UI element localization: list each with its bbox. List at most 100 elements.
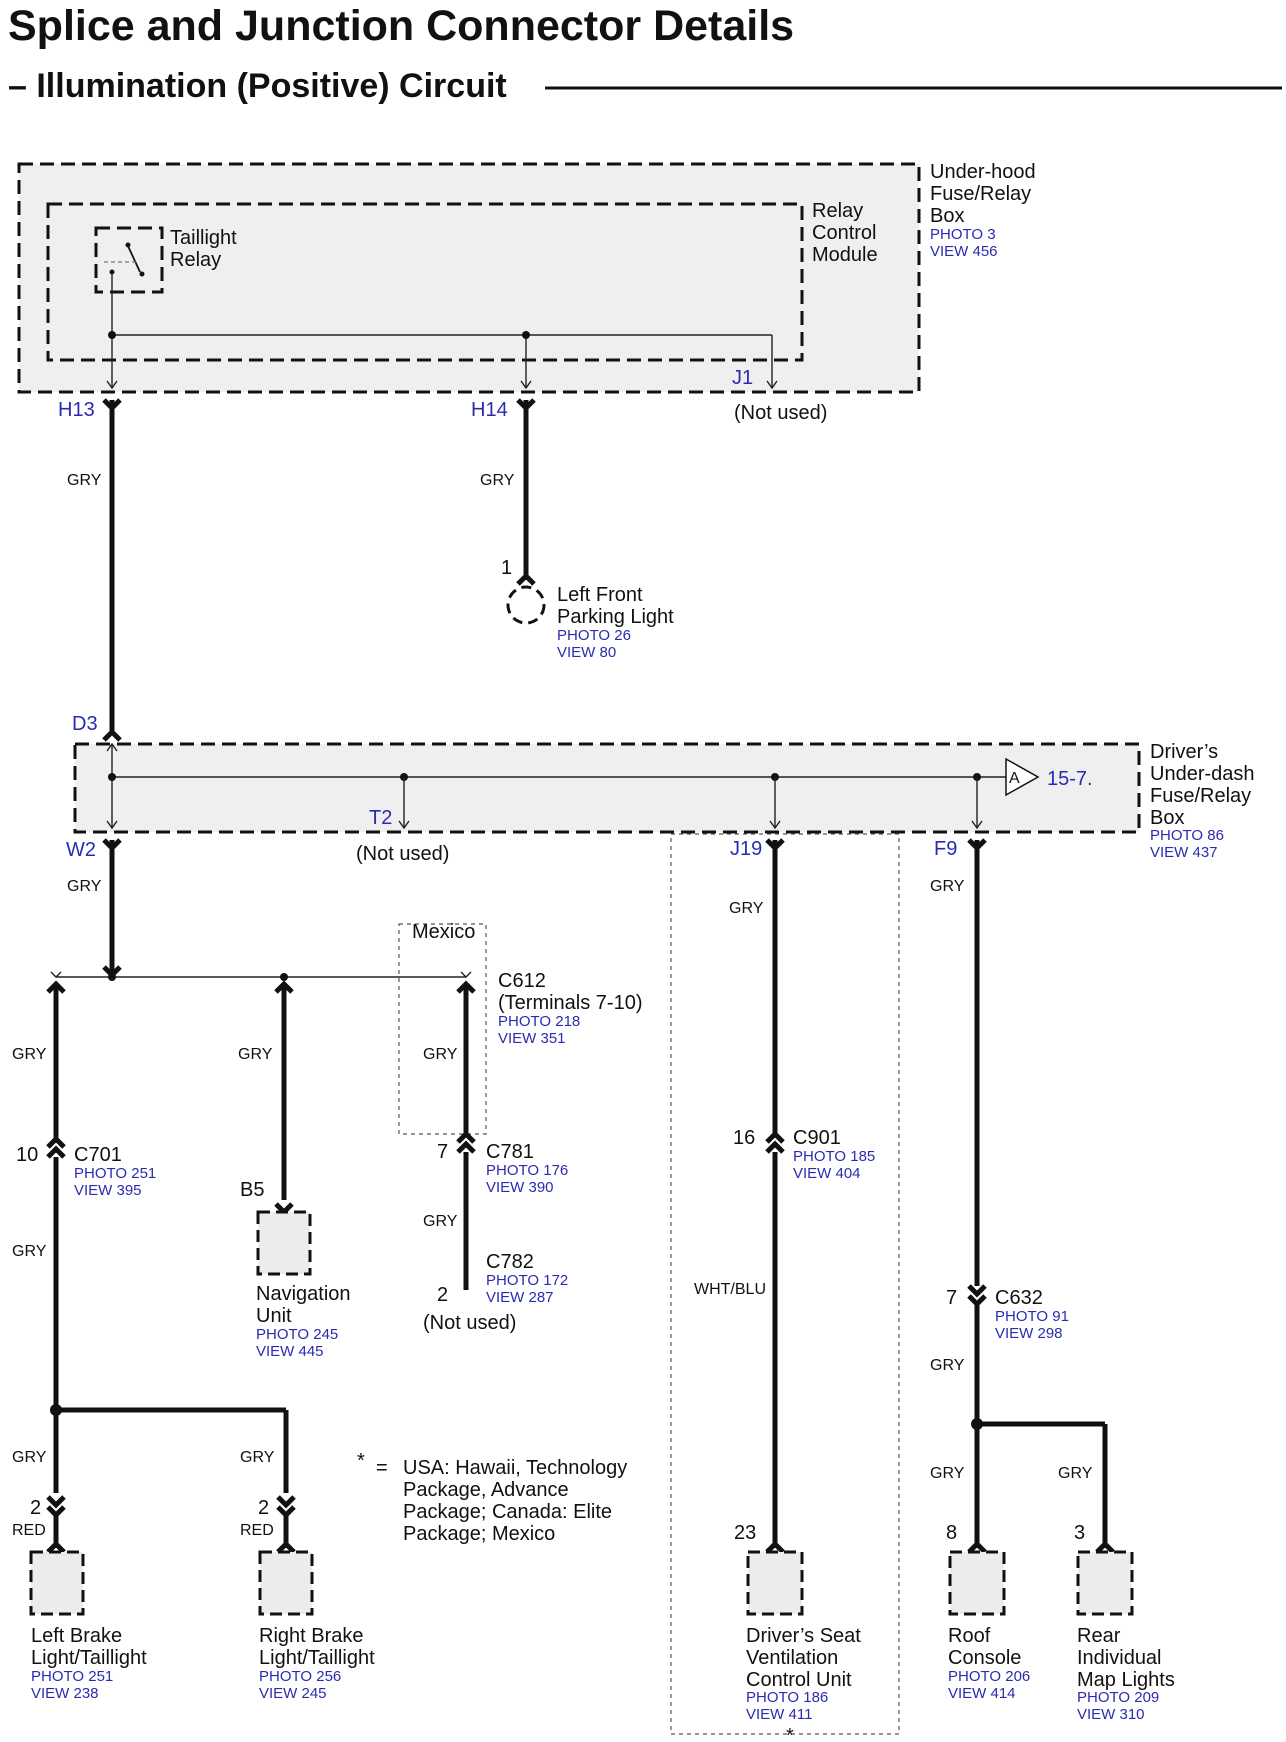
rbt-pin: 2 <box>258 1497 269 1519</box>
wire-color-gry: GRY <box>423 1046 458 1063</box>
c901-photo: PHOTO 185 <box>793 1148 875 1165</box>
c701-label: C701 <box>74 1144 122 1166</box>
c701-photo: PHOTO 251 <box>74 1165 156 1182</box>
wire-color-gry: GRY <box>480 472 515 489</box>
driver-box-view: VIEW 437 <box>1150 844 1218 861</box>
j1-not-used: (Not used) <box>734 402 827 424</box>
rear-photo: PHOTO 209 <box>1077 1689 1159 1706</box>
driver-box-label-1: Driver’s <box>1150 741 1218 763</box>
c612-photo: PHOTO 218 <box>498 1013 580 1030</box>
c632-pin: 7 <box>946 1287 957 1309</box>
dsv-pin: 23 <box>734 1522 756 1544</box>
rear-label-3: Map Lights <box>1077 1669 1175 1691</box>
c901-pin: 16 <box>733 1127 755 1149</box>
reference-letter: A <box>1009 770 1020 787</box>
underhood-box-photo: PHOTO 3 <box>930 226 996 243</box>
dsv-label-1: Driver’s Seat <box>746 1625 861 1647</box>
relay-switch-icon <box>104 242 145 277</box>
underhood-fuse-relay-box <box>17 162 921 394</box>
rear-pin: 3 <box>1074 1522 1085 1544</box>
seat-ventilation-connector <box>746 1550 804 1616</box>
relay-control-module-box <box>46 202 804 362</box>
wire-color-gry: GRY <box>12 1243 47 1260</box>
rbt-label-1: Right Brake <box>259 1625 364 1647</box>
footnote-line-1: USA: Hawaii, Technology <box>403 1457 627 1479</box>
wire-navigation-branch <box>274 973 294 1216</box>
nav-photo: PHOTO 245 <box>256 1326 338 1343</box>
roof-console-connector <box>948 1550 1006 1616</box>
rear-view: VIEW 310 <box>1077 1706 1145 1723</box>
lfpl-photo: PHOTO 26 <box>557 627 631 644</box>
wire-c701-branch <box>46 971 296 1554</box>
underhood-box-label-3: Box <box>930 205 964 227</box>
lbt-pin: 2 <box>30 1497 41 1519</box>
wire-color-gry: GRY <box>930 1465 965 1482</box>
rear-label-1: Rear <box>1077 1625 1121 1647</box>
nav-label-2: Unit <box>256 1305 292 1327</box>
wire-color-gry: GRY <box>12 1046 47 1063</box>
wire-c781-branch <box>456 971 476 1290</box>
roof-label-2: Console <box>948 1647 1021 1669</box>
left-brake-taillight-connector <box>29 1550 85 1616</box>
lfpl-label-1: Left Front <box>557 584 643 606</box>
mexico-label: Mexico <box>412 921 475 943</box>
taillight-relay-box <box>94 226 164 294</box>
mexico-option-region <box>398 923 487 1135</box>
c612-label: C612 <box>498 970 546 992</box>
driver-under-dash-fuse-relay-box <box>73 742 1141 834</box>
footnote-line-2: Package, Advance <box>403 1479 569 1501</box>
terminal-d3: D3 <box>72 713 98 735</box>
off-page-reference-triangle-icon <box>1005 757 1040 797</box>
wire-color-gry: GRY <box>423 1213 458 1230</box>
t2-not-used: (Not used) <box>356 843 449 865</box>
taillight-relay-label-2: Relay <box>170 249 221 271</box>
page-title: Splice and Junction Connector Details <box>8 2 794 50</box>
underhood-box-label-1: Under-hood <box>930 161 1036 183</box>
wire-color-gry: GRY <box>12 1449 47 1466</box>
wire-color-wht-blu: WHT/BLU <box>694 1281 766 1298</box>
footnote-star: * <box>357 1450 365 1472</box>
lfpl-view: VIEW 80 <box>557 644 616 661</box>
right-brake-taillight-connector <box>258 1550 314 1616</box>
wire-color-gry: GRY <box>930 878 965 895</box>
wire-color-red: RED <box>12 1522 46 1539</box>
c781-photo: PHOTO 176 <box>486 1162 568 1179</box>
wire-color-gry: GRY <box>930 1357 965 1374</box>
wire-color-gry: GRY <box>240 1449 275 1466</box>
driver-box-label-3: Fuse/Relay <box>1150 785 1251 807</box>
c782-label: C782 <box>486 1251 534 1273</box>
page-subtitle: – Illumination (Positive) Circuit <box>8 67 507 105</box>
c632-label: C632 <box>995 1287 1043 1309</box>
driver-box-label-2: Under-dash <box>1150 763 1255 785</box>
wire-color-gry: GRY <box>729 900 764 917</box>
wire-f9-branch <box>967 838 1115 1554</box>
terminal-j1: J1 <box>732 367 753 389</box>
dsv-photo: PHOTO 186 <box>746 1689 828 1706</box>
nav-label-1: Navigation <box>256 1283 351 1305</box>
terminal-t2: T2 <box>369 807 392 829</box>
c782-view: VIEW 287 <box>486 1289 554 1306</box>
lbt-label-1: Left Brake <box>31 1625 122 1647</box>
c612-view: VIEW 351 <box>498 1030 566 1047</box>
underhood-box-label-2: Fuse/Relay <box>930 183 1031 205</box>
rear-map-lights-connector <box>1076 1550 1134 1616</box>
underhood-box-view: VIEW 456 <box>930 243 998 260</box>
c632-photo: PHOTO 91 <box>995 1308 1069 1325</box>
dsv-label-2: Ventilation <box>746 1647 838 1669</box>
reference-page-link: 15-7. <box>1047 768 1093 790</box>
terminal-j19: J19 <box>730 838 762 860</box>
footnote-line-3: Package; Canada: Elite <box>403 1501 612 1523</box>
wire-color-gry: GRY <box>1058 1465 1093 1482</box>
parking-light-bulb-icon <box>506 585 546 625</box>
rear-label-2: Individual <box>1077 1647 1162 1669</box>
seat-ventilation-option-region <box>670 833 900 1735</box>
lfpl-label-2: Parking Light <box>557 606 674 628</box>
terminal-w2: W2 <box>66 839 96 861</box>
roof-view: VIEW 414 <box>948 1685 1016 1702</box>
wire-color-red: RED <box>240 1522 274 1539</box>
wire-color-gry: GRY <box>67 878 102 895</box>
rcm-label-2: Control <box>812 222 876 244</box>
roof-pin: 8 <box>946 1522 957 1544</box>
terminal-h14: H14 <box>471 399 508 421</box>
